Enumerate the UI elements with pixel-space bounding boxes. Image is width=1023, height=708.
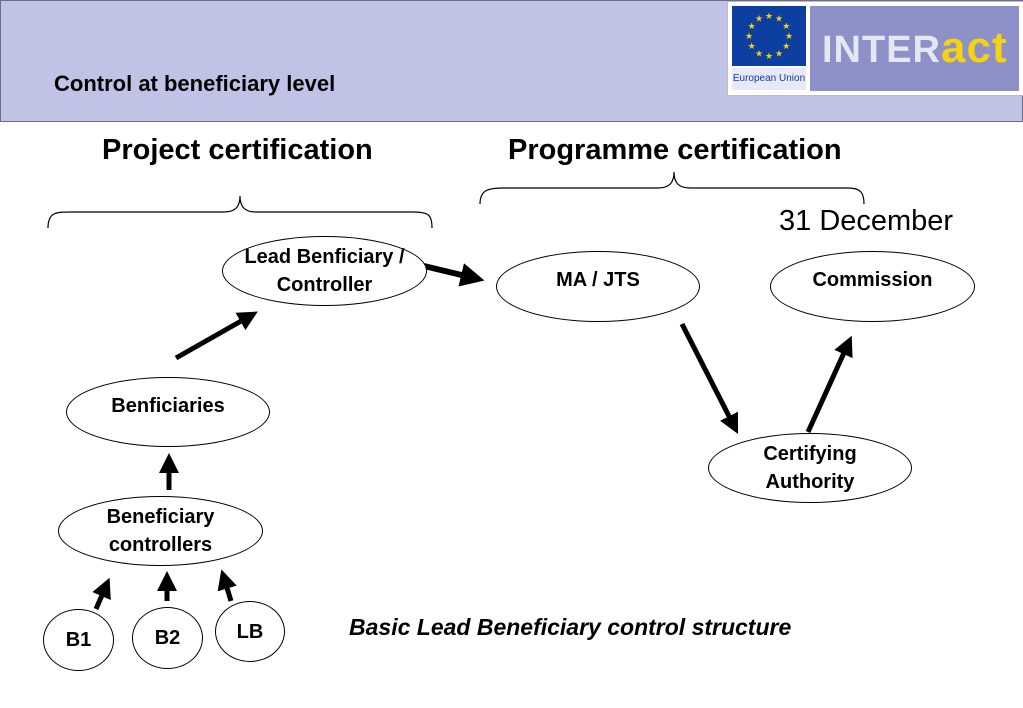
eu-star-icon: ★ [748,41,756,51]
node-b2: B2 [132,607,203,669]
node-b1-label: B1 [65,629,92,651]
node-commission: Commission [770,251,975,322]
eu-star-icon: ★ [745,31,753,41]
interact-logo: INTERact [810,6,1019,91]
arrow-ma-to-certifying [679,322,739,435]
eu-flag-icon: ★★★★★★★★★★★★ [732,6,806,66]
eu-star-icon: ★ [765,11,773,21]
node-beneficiaries-label: Benficiaries [111,395,225,417]
arrow-b1-to-controllers [92,577,111,610]
node-ma-jts: MA / JTS [496,251,700,322]
arrow-certifying-to-commission [805,335,853,434]
eu-stars-icon: ★★★★★★★★★★★★ [745,11,793,61]
slide-header: Control at beneficiary level ★★★★★★★★★★★… [0,0,1023,122]
eu-label: European Union [732,68,806,90]
section-title-programme: Programme certification [508,134,842,166]
eu-star-icon: ★ [782,41,790,51]
date-label: 31 December [779,205,954,237]
node-lb-label: LB [236,620,264,643]
node-b2-label: B2 [154,627,181,649]
node-b1: B1 [43,609,114,671]
eu-star-icon: ★ [775,14,783,24]
interact-wordmark-part2: act [941,23,1008,72]
eu-star-icon: ★ [765,51,773,61]
node-beneficiaries: Benficiaries [66,377,270,447]
eu-star-icon: ★ [782,21,790,31]
arrow-lb-to-controllers [217,569,237,602]
node-ma-jts-label: MA / JTS [556,269,640,291]
eu-star-icon: ★ [785,31,793,41]
eu-star-icon: ★ [748,21,756,31]
node-beneficiary-controllers: Beneficiary controllers [58,496,263,566]
eu-star-icon: ★ [755,14,763,24]
node-beneficiary-controllers-label: Beneficiary controllers [106,506,215,556]
diagram-caption: Basic Lead Beneficiary control structure [349,614,792,640]
eu-star-icon: ★ [775,48,783,58]
node-commission-label: Commission [812,269,933,291]
logo-box: ★★★★★★★★★★★★ European Union INTERact [727,1,1023,96]
section-title-project: Project certification [102,134,373,166]
node-certifying-authority: Certifying Authority [708,433,912,503]
arrow-beneficiaries-to-lead [174,311,258,361]
slide-title: Control at beneficiary level [54,71,336,96]
node-lb: LB [215,601,285,662]
interact-wordmark-part1: INTER [822,29,941,71]
interact-wordmark: INTERact [822,26,1008,72]
node-lead-beneficiary-label: Lead Benficiary / Controller [244,246,405,296]
brace-project [47,195,433,229]
eu-star-icon: ★ [755,48,763,58]
brace-programme [479,171,865,205]
node-lead-beneficiary: Lead Benficiary / Controller [222,236,427,306]
arrow-lead-to-ma [423,263,485,287]
node-certifying-authority-label: Certifying Authority [763,443,857,493]
